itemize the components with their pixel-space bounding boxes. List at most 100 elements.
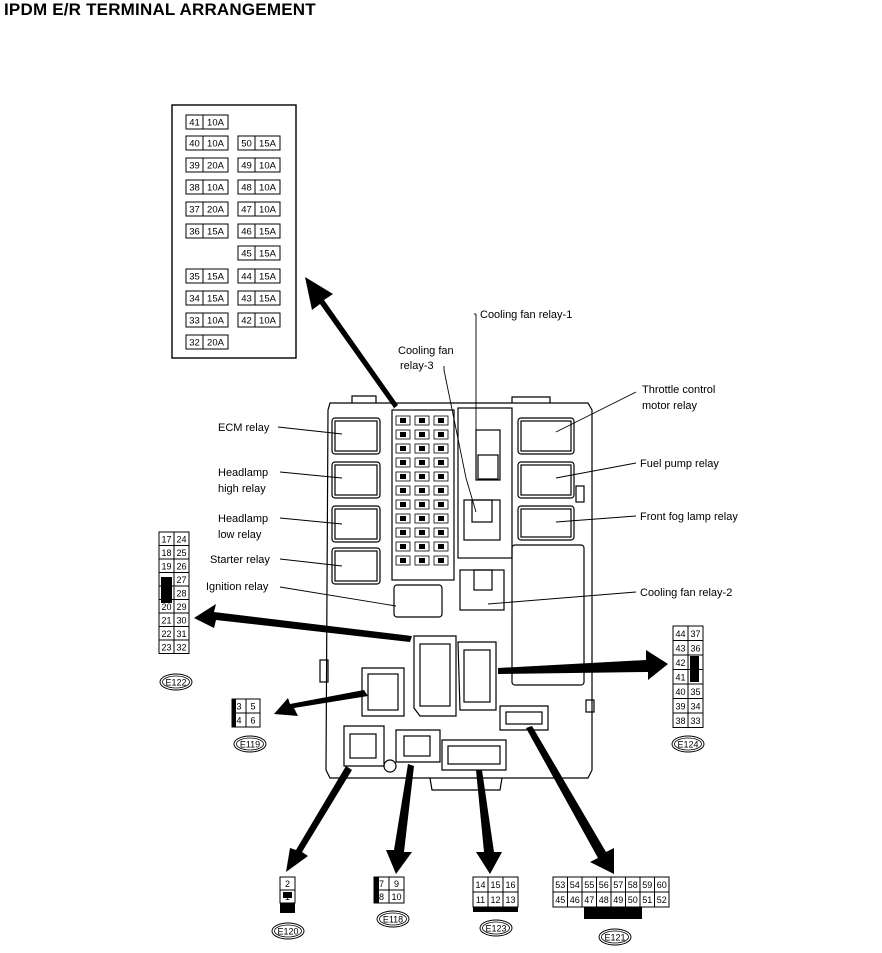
pointer-arrows	[194, 277, 668, 874]
fuse-amperage: 15A	[259, 249, 277, 260]
fuse-39: 39 20A	[185, 157, 229, 173]
connector-id: E118	[383, 915, 403, 925]
fuse-amperage: 15A	[207, 272, 225, 283]
fuse-40: 40 10A	[185, 135, 229, 151]
fuse-amperage: 10A	[207, 118, 225, 129]
terminal-number: 52	[657, 895, 667, 905]
terminal-number: 57	[613, 880, 623, 890]
terminal-number: 47	[584, 895, 594, 905]
terminal-number: 58	[628, 880, 638, 890]
terminal-number: 39	[675, 701, 685, 711]
terminal-number: 12	[490, 895, 500, 905]
label-starter-relay: Starter relay	[210, 554, 270, 566]
terminal-number: 36	[690, 643, 700, 653]
label-throttle-line2: motor relay	[642, 400, 698, 412]
label-cooling-fan-relay-1: Cooling fan relay-1	[480, 309, 572, 321]
terminal-number: 18	[161, 548, 171, 558]
fuse-amperage: 10A	[207, 183, 225, 194]
terminal-number: 10	[391, 892, 401, 902]
terminal-number: 16	[505, 880, 515, 890]
terminal-number: 26	[176, 561, 186, 571]
fuse-number: 33	[189, 316, 200, 327]
fuse-amperage: 20A	[207, 161, 225, 172]
terminal-number: 22	[161, 629, 171, 639]
label-fuel-pump-relay: Fuel pump relay	[640, 458, 719, 470]
terminal-number: 41	[675, 672, 685, 682]
terminal-number: 9	[394, 879, 399, 889]
terminal-number: 55	[584, 880, 594, 890]
fuse-amperage: 20A	[207, 338, 225, 349]
fuse-amperage: 10A	[259, 316, 277, 327]
label-cooling-fan-relay-3-line1: Cooling fan	[398, 345, 454, 357]
terminal-number: 40	[675, 687, 685, 697]
label-throttle-line1: Throttle control	[642, 384, 715, 396]
terminal-number: 13	[505, 895, 515, 905]
terminal-number: 29	[176, 602, 186, 612]
terminal-number: 23	[161, 642, 171, 652]
fuse-number: 40	[189, 139, 200, 150]
fuse-number: 46	[241, 227, 252, 238]
fuse-amperage: 15A	[207, 294, 225, 305]
fuse-41: 41 10A	[185, 114, 229, 130]
fuse-array	[395, 415, 449, 566]
fuse-amperage: 10A	[207, 139, 225, 150]
fuse-number: 38	[189, 183, 200, 194]
terminal-number: 44	[675, 629, 685, 639]
fuse-amperage: 10A	[259, 161, 277, 172]
terminal-number: 38	[675, 716, 685, 726]
terminal-number: 54	[570, 880, 580, 890]
connector-id: E121	[604, 933, 625, 943]
terminal-number: 56	[599, 880, 609, 890]
terminal-number: 53	[555, 880, 565, 890]
fuse-amperage: 15A	[259, 227, 277, 238]
fuse-number: 41	[189, 118, 200, 129]
fuse-number: 39	[189, 161, 200, 172]
terminal-number: 42	[675, 658, 685, 668]
label-headlamp-high-1: Headlamp	[218, 467, 268, 479]
terminal-number: 5	[250, 702, 255, 712]
connector-e120: 21E120	[271, 876, 305, 940]
fuse-number: 34	[189, 294, 200, 305]
ipdm-body	[319, 395, 595, 791]
terminal-number: 4	[236, 716, 241, 726]
terminal-number: 20	[161, 602, 171, 612]
terminal-number: 48	[599, 895, 609, 905]
fuse-amperage: 15A	[207, 227, 225, 238]
page-title: IPDM E/R TERMINAL ARRANGEMENT	[4, 0, 316, 19]
terminal-number: 37	[690, 629, 700, 639]
terminal-number: 17	[161, 534, 171, 544]
terminal-number: 46	[570, 895, 580, 905]
fuse-35: 35 15A	[185, 268, 229, 284]
fuse-number: 35	[189, 272, 200, 283]
fuse-amperage: 10A	[259, 205, 277, 216]
terminal-number: 33	[690, 716, 700, 726]
fuse-number: 45	[241, 249, 252, 260]
fuse-amperage: 20A	[207, 205, 225, 216]
connector-id: E120	[277, 927, 298, 937]
fuse-amperage: 15A	[259, 294, 277, 305]
labels: ECM relay Headlamp high relay Headlamp l…	[206, 309, 738, 599]
terminal-number: 15	[490, 880, 500, 890]
fuse-46: 46 15A	[237, 223, 281, 239]
fuse-number: 37	[189, 205, 200, 216]
terminal-number: 2	[285, 879, 290, 889]
connector-id: E122	[165, 678, 186, 688]
terminal-number: 21	[161, 615, 171, 625]
fuse-number: 49	[241, 161, 252, 172]
